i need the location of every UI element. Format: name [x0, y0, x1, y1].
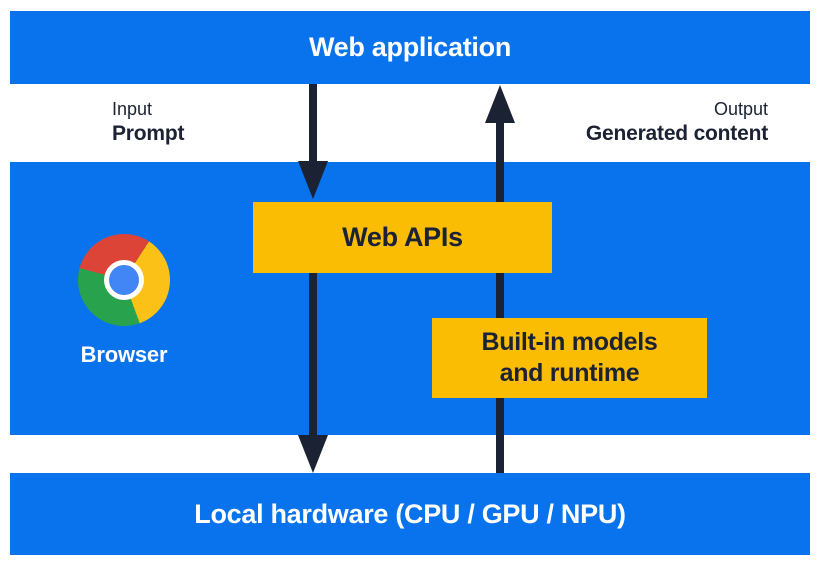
builtin-models-line2: and runtime — [499, 359, 640, 387]
input-caption: Input — [112, 99, 153, 119]
output-caption: Output — [713, 99, 768, 119]
chrome-icon — [78, 234, 170, 326]
arrowhead-up-icon — [485, 85, 515, 123]
up-arrow-line — [496, 120, 504, 473]
chrome-icon-hub — [109, 265, 139, 295]
browser-label: Browser — [80, 342, 168, 367]
output-block: Output Generated content — [586, 99, 768, 146]
web-apis-box: Web APIs — [253, 202, 552, 273]
prompt-label: Prompt — [112, 121, 185, 145]
local-hardware-label: Local hardware (CPU / GPU / NPU) — [194, 498, 626, 529]
web-application-layer: Web application — [10, 11, 810, 84]
arrowhead-down-icon — [298, 435, 328, 473]
generated-content-label: Generated content — [585, 121, 768, 145]
builtin-models-line1: Built-in models — [481, 328, 658, 356]
web-apis-label: Web APIs — [342, 222, 463, 252]
web-application-label: Web application — [308, 32, 512, 62]
local-hardware-layer: Local hardware (CPU / GPU / NPU) — [10, 473, 810, 555]
builtin-models-box: Built-in models and runtime — [432, 318, 707, 398]
down-arrow-line-bottom — [309, 205, 317, 437]
input-block: Input Prompt — [112, 99, 185, 146]
down-arrow-line-top — [309, 84, 317, 161]
